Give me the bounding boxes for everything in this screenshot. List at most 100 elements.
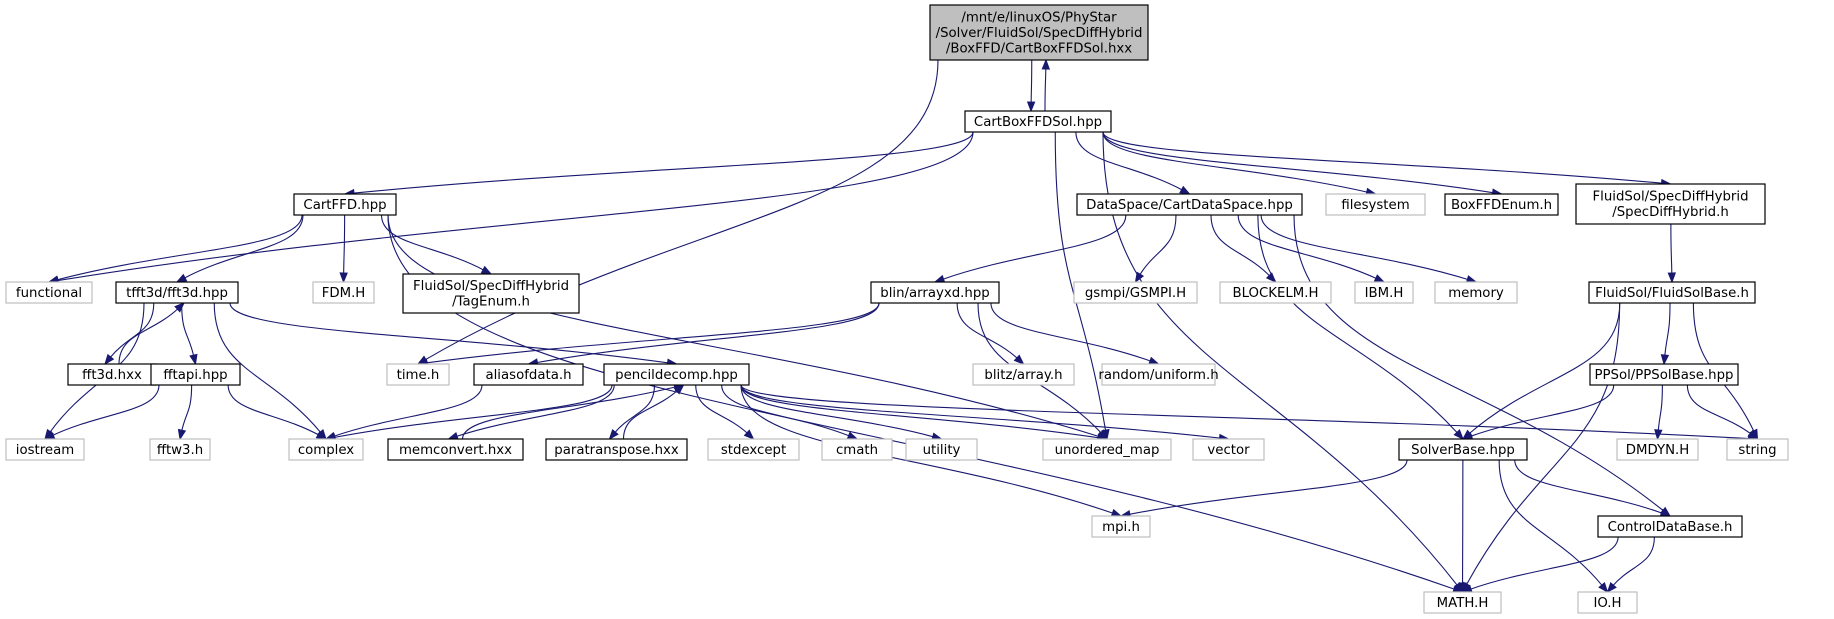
- node-label: DataSpace/CartDataSpace.hpp: [1086, 198, 1293, 213]
- node-fft3d-hxx[interactable]: fft3d.hxx: [67, 363, 157, 386]
- node-fftapi-hpp[interactable]: fftapi.hpp: [150, 363, 241, 386]
- node-label: complex: [298, 443, 354, 458]
- edge-cartboxffdsol-hpp-to-cartdataspace-hpp: [1075, 131, 1191, 195]
- edge-aliasofdata-h-to-complex: [324, 384, 483, 440]
- node-unordered-map: unordered_map: [1042, 438, 1172, 461]
- edge-tfft3d-hpp-to-fft3d-hxx: [104, 302, 155, 366]
- node-cartdataspace-hpp[interactable]: DataSpace/CartDataSpace.hpp: [1076, 193, 1303, 216]
- node-gsmpi-h: gsmpi/GSMPI.H: [1073, 281, 1198, 304]
- edge-cartboxffdsol-hpp-to-cartboxffdsol-hxx: [1041, 58, 1051, 112]
- node-label: blin/arrayxd.hpp: [880, 286, 989, 301]
- node-label: MATH.H: [1437, 596, 1489, 611]
- node-cmath: cmath: [821, 438, 893, 461]
- node-tfft3d-hpp[interactable]: tfft3d/fft3d.hpp: [115, 281, 239, 304]
- node-vector: vector: [1192, 438, 1265, 461]
- edge-arrayxd-hpp-to-random-uniform-h: [990, 302, 1160, 365]
- node-label: tfft3d/fft3d.hpp: [126, 286, 228, 301]
- node-io-h: IO.H: [1577, 591, 1638, 614]
- node-math-h: MATH.H: [1423, 591, 1502, 614]
- node-complex: complex: [288, 438, 364, 461]
- node-utility: utility: [905, 438, 978, 461]
- node-boxffdenum-h[interactable]: BoxFFDEnum.h: [1444, 193, 1559, 216]
- node-label: vector: [1207, 443, 1250, 458]
- node-paratranspose-hxx[interactable]: paratranspose.hxx: [545, 438, 688, 461]
- node-label: pencildecomp.hpp: [615, 368, 738, 383]
- node-label: unordered_map: [1055, 443, 1160, 458]
- node-blockelm-h: BLOCKELM.H: [1219, 281, 1332, 304]
- node-label: /TagEnum.h: [452, 295, 530, 310]
- edge-cartdataspace-hpp-to-arrayxd-hpp: [933, 214, 1127, 283]
- node-label: CartFFD.hpp: [303, 198, 386, 213]
- node-controldatabase-h[interactable]: ControlDataBase.h: [1597, 515, 1743, 538]
- node-arrayxd-hpp[interactable]: blin/arrayxd.hpp: [870, 281, 1000, 304]
- node-label: string: [1738, 443, 1776, 458]
- node-layer: /mnt/e/linuxOS/PhyStar/Solver/FluidSol/S…: [5, 4, 1789, 614]
- node-label: IO.H: [1593, 596, 1621, 611]
- edge-fluidsolbase-h-to-ppsolbase-hpp: [1660, 302, 1671, 366]
- edge-cartffd-hpp-to-unordered-map: [387, 214, 1109, 441]
- node-label: CartBoxFFDSol.hpp: [974, 115, 1102, 130]
- node-label: FluidSol/SpecDiffHybrid: [1592, 190, 1748, 205]
- node-label: SolverBase.hpp: [1411, 443, 1515, 458]
- edge-pencildecomp-hpp-to-stdexcept: [695, 384, 755, 440]
- node-specdiffhybrid-h[interactable]: FluidSol/SpecDiffHybrid/SpecDiffHybrid.h: [1575, 183, 1766, 225]
- edge-fftapi-hpp-to-complex: [227, 384, 328, 440]
- node-pencildecomp-hpp[interactable]: pencildecomp.hpp: [603, 363, 750, 386]
- node-label: fftw3.h: [157, 443, 203, 458]
- node-stdexcept: stdexcept: [707, 438, 800, 461]
- node-dmdyn-h: DMDYN.H: [1616, 438, 1699, 461]
- edge-tfft3d-hpp-to-fftapi-hpp: [181, 302, 198, 366]
- edge-cartboxffdsol-hxx-to-cartboxffdsol-hpp: [1026, 59, 1036, 113]
- node-label: DMDYN.H: [1626, 443, 1690, 458]
- node-random-uniform-h: random/uniform.h: [1098, 363, 1219, 386]
- node-time-h: time.h: [386, 363, 450, 386]
- node-solverbase-hpp[interactable]: SolverBase.hpp: [1398, 438, 1528, 461]
- edge-cartboxffdsol-hpp-to-cartffd-hpp: [343, 131, 974, 198]
- node-label: /BoxFFD/CartBoxFFDSol.hxx: [946, 41, 1132, 56]
- edge-arrayxd-hpp-to-aliasofdata-h: [527, 302, 880, 367]
- edge-arrayxd-hpp-to-blitz-array-h: [956, 302, 1025, 365]
- node-cartboxffdsol-hpp[interactable]: CartBoxFFDSol.hpp: [964, 110, 1112, 133]
- edge-layer: [43, 58, 1759, 594]
- node-label: fftapi.hpp: [163, 368, 227, 383]
- node-iostream: iostream: [5, 438, 85, 461]
- node-cartboxffdsol-hxx[interactable]: /mnt/e/linuxOS/PhyStar/Solver/FluidSol/S…: [929, 4, 1149, 61]
- edge-solverbase-hpp-to-math-h: [1458, 459, 1467, 594]
- edge-cartffd-hpp-to-functional: [47, 214, 303, 284]
- node-label: FluidSol/SpecDiffHybrid: [413, 279, 569, 294]
- node-label: paratranspose.hxx: [554, 443, 679, 458]
- node-label: memory: [1448, 286, 1504, 301]
- node-label: /Solver/FluidSol/SpecDiffHybrid: [936, 26, 1143, 41]
- edge-cartboxffdsol-hpp-to-functional: [47, 131, 974, 285]
- node-label: filesystem: [1341, 198, 1409, 213]
- edge-cartffd-hpp-to-tfft3d-hpp: [175, 214, 304, 283]
- node-memconvert-hxx[interactable]: memconvert.hxx: [387, 438, 524, 461]
- node-fluidsolbase-h[interactable]: FluidSol/FluidSolBase.h: [1588, 281, 1756, 304]
- edge-controldatabase-h-to-math-h: [1461, 536, 1619, 593]
- edge-pencildecomp-hpp-to-memconvert-hxx: [447, 384, 615, 441]
- node-label: mpi.h: [1102, 520, 1140, 535]
- edge-specdiffhybrid-h-to-fluidsolbase-h: [1667, 223, 1677, 284]
- node-aliasofdata-h[interactable]: aliasofdata.h: [473, 363, 584, 386]
- node-label: BLOCKELM.H: [1232, 286, 1318, 301]
- node-label: ControlDataBase.h: [1608, 520, 1733, 535]
- node-label: functional: [16, 286, 82, 301]
- node-blitz-array-h: blitz/array.h: [972, 363, 1075, 386]
- edge-cartdataspace-hpp-to-solverbase-hpp: [1257, 214, 1464, 441]
- edge-fftapi-hpp-to-fftw3-h: [177, 384, 193, 441]
- node-label: cmath: [836, 443, 878, 458]
- edge-cartffd-hpp-to-fdm-h: [339, 214, 348, 284]
- node-label: utility: [923, 443, 961, 458]
- node-label: memconvert.hxx: [399, 443, 512, 458]
- node-cartffd-hpp[interactable]: CartFFD.hpp: [293, 193, 397, 216]
- edge-pencildecomp-hpp-to-string: [740, 384, 1759, 443]
- edge-solverbase-hpp-to-controldatabase-h: [1514, 459, 1672, 517]
- node-label: FDM.H: [322, 286, 366, 301]
- node-tagenum-h[interactable]: FluidSol/SpecDiffHybrid/TagEnum.h: [402, 273, 580, 314]
- edge-cartboxffdsol-hxx-to-time-h: [416, 59, 939, 365]
- node-string: string: [1726, 438, 1789, 461]
- edge-cartdataspace-hpp-to-ibm-h: [1237, 214, 1386, 283]
- node-label: FluidSol/FluidSolBase.h: [1595, 286, 1749, 301]
- node-functional: functional: [5, 281, 93, 304]
- node-ppsolbase-hpp[interactable]: PPSol/PPSolBase.hpp: [1589, 363, 1739, 386]
